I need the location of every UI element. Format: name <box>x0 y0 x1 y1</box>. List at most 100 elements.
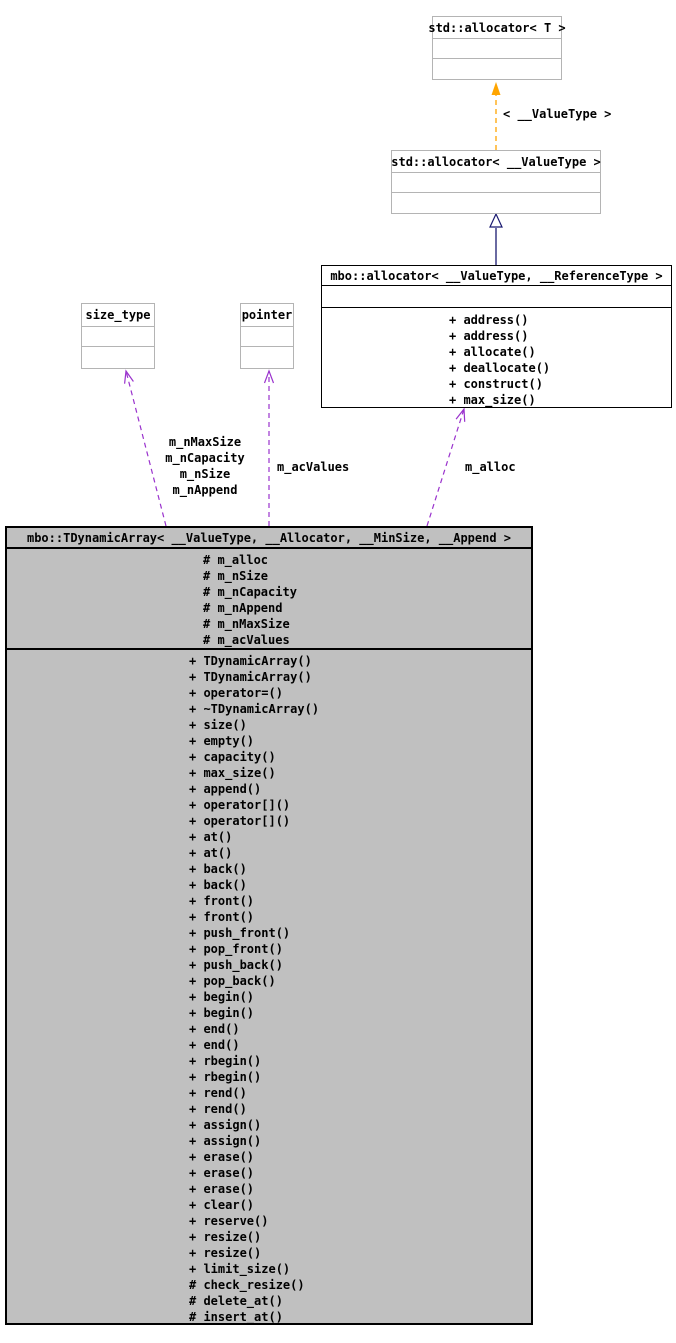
member-edge-label: m_nAppend <box>172 483 238 497</box>
attribute-item: # m_nAppend <box>203 601 283 615</box>
inheritance-arrowhead-icon <box>489 212 503 228</box>
method-item: + push_front() <box>189 926 291 940</box>
method-item: + push_back() <box>189 958 283 972</box>
method-item: + rbegin() <box>189 1070 262 1084</box>
method-item: + capacity() <box>189 750 276 764</box>
attribute-item: # m_alloc <box>203 553 269 567</box>
method-item: + front() <box>189 910 255 924</box>
method-item: + erase() <box>189 1166 255 1180</box>
method-item: + max_size() <box>449 393 536 407</box>
method-item: + resize() <box>189 1230 262 1244</box>
method-item: + max_size() <box>189 766 276 780</box>
attributes-compartment-empty <box>433 39 561 59</box>
class-title: std::allocator< __ValueType > <box>391 151 601 173</box>
methods-compartment: + TDynamicArray() + TDynamicArray() + oper… <box>7 650 531 1325</box>
attribute-item: # m_nCapacity <box>203 585 297 599</box>
class-node-std-allocator-t: std::allocator< T > <box>428 16 566 80</box>
methods-compartment-empty <box>241 347 293 368</box>
class-title: mbo::allocator< __ValueType, __Reference… <box>322 266 671 286</box>
member-edge-label: m_nMaxSize <box>168 435 242 449</box>
method-item: + clear() <box>189 1198 255 1212</box>
method-item: + back() <box>189 878 247 892</box>
template-arrowhead-icon <box>491 82 501 95</box>
method-item: + operator[]() <box>189 814 291 828</box>
member-edge-alloc <box>426 408 465 527</box>
member-edge-label-alloc: m_alloc <box>465 460 516 474</box>
method-item: + erase() <box>189 1182 255 1196</box>
method-item: + rend() <box>189 1102 247 1116</box>
class-node-size-type: size_type <box>81 303 155 369</box>
attributes-compartment-empty <box>392 173 600 193</box>
class-title: size_type <box>82 304 154 327</box>
method-item: # insert_at() <box>189 1310 283 1324</box>
class-title-text: std::allocator< __ValueType > <box>391 154 601 169</box>
method-item: + limit_size() <box>189 1262 291 1276</box>
method-item: + construct() <box>449 377 543 391</box>
method-item: + front() <box>189 894 255 908</box>
method-item: + address() <box>449 329 529 343</box>
method-item: + at() <box>189 846 233 860</box>
method-item: + rbegin() <box>189 1054 262 1068</box>
methods-compartment: + address() + address() + allocate() + deal… <box>322 308 671 408</box>
member-edge-sizes <box>125 370 167 527</box>
member-edge-alloc-arrowhead-icon <box>455 407 466 422</box>
method-item: + erase() <box>189 1150 255 1164</box>
member-edge-label: m_nSize <box>179 467 231 481</box>
method-item: + reserve() <box>189 1214 269 1228</box>
member-edge-label-values: m_acValues <box>277 460 350 474</box>
class-title: mbo::TDynamicArray< __ValueType, __Alloc… <box>7 528 531 549</box>
method-item: + append() <box>189 782 262 796</box>
method-item: + rend() <box>189 1086 247 1100</box>
attribute-item: # m_nMaxSize <box>203 617 290 631</box>
class-title-text: pointer <box>241 308 293 322</box>
method-item: + begin() <box>189 1006 255 1020</box>
method-item: + at() <box>189 830 233 844</box>
class-title: pointer <box>241 304 293 327</box>
methods-compartment-empty <box>392 193 600 213</box>
method-item: + back() <box>189 862 247 876</box>
method-item: + operator=() <box>189 686 283 700</box>
method-item: + end() <box>189 1022 240 1036</box>
class-node-tdynamicarray: mbo::TDynamicArray< __ValueType, __Alloc… <box>5 526 533 1325</box>
attributes-compartment: # m_alloc # m_nSize # m_nCapacity # m_nAppe… <box>7 549 531 650</box>
member-edge-sizes-arrowhead-icon <box>124 369 134 384</box>
method-item: + end() <box>189 1038 240 1052</box>
method-item: + ~TDynamicArray() <box>189 702 320 716</box>
class-title-text: std::allocator< T > <box>428 20 566 35</box>
method-item: + assign() <box>189 1134 262 1148</box>
methods-compartment-empty <box>82 347 154 368</box>
method-item: + address() <box>449 313 529 327</box>
method-item: + deallocate() <box>449 361 551 375</box>
method-item: + operator[]() <box>189 798 291 812</box>
class-node-std-allocator-valuetype: std::allocator< __ValueType > <box>391 150 601 214</box>
class-title-text: mbo::allocator< __ValueType, __Reference… <box>330 268 663 283</box>
class-title: std::allocator< T > <box>428 17 566 39</box>
attributes-compartment-empty <box>241 327 293 347</box>
method-item: + size() <box>189 718 247 732</box>
attributes-compartment-empty <box>322 286 671 308</box>
class-title-text: size_type <box>85 308 151 322</box>
method-item: + empty() <box>189 734 255 748</box>
method-item: + TDynamicArray() <box>189 670 312 684</box>
method-item: + pop_front() <box>189 942 283 956</box>
attribute-item: # m_acValues <box>203 633 290 647</box>
attribute-item: # m_nSize <box>203 569 269 583</box>
method-item: + pop_back() <box>189 974 276 988</box>
method-item: + TDynamicArray() <box>189 654 312 668</box>
method-item: # check_resize() <box>189 1278 305 1292</box>
class-node-mbo-allocator[interactable]: mbo::allocator< __ValueType, __Reference… <box>321 265 672 408</box>
method-item: # delete_at() <box>189 1294 283 1308</box>
method-item: + begin() <box>189 990 255 1004</box>
member-edge-values-arrowhead-icon <box>263 369 275 384</box>
methods-compartment-empty <box>433 59 561 79</box>
class-node-pointer: pointer <box>240 303 294 369</box>
method-item: + assign() <box>189 1118 262 1132</box>
attributes-compartment-empty <box>82 327 154 347</box>
class-title-text: mbo::TDynamicArray< __ValueType, __Alloc… <box>26 530 512 545</box>
member-edge-label: m_nCapacity <box>165 451 245 465</box>
member-edge-labels-sizes: m_nMaxSize m_nCapacity m_nSize m_nAppend <box>165 434 244 498</box>
method-item: + allocate() <box>449 345 536 359</box>
method-item: + resize() <box>189 1246 262 1260</box>
template-edge-label: < __ValueType > <box>503 107 612 121</box>
